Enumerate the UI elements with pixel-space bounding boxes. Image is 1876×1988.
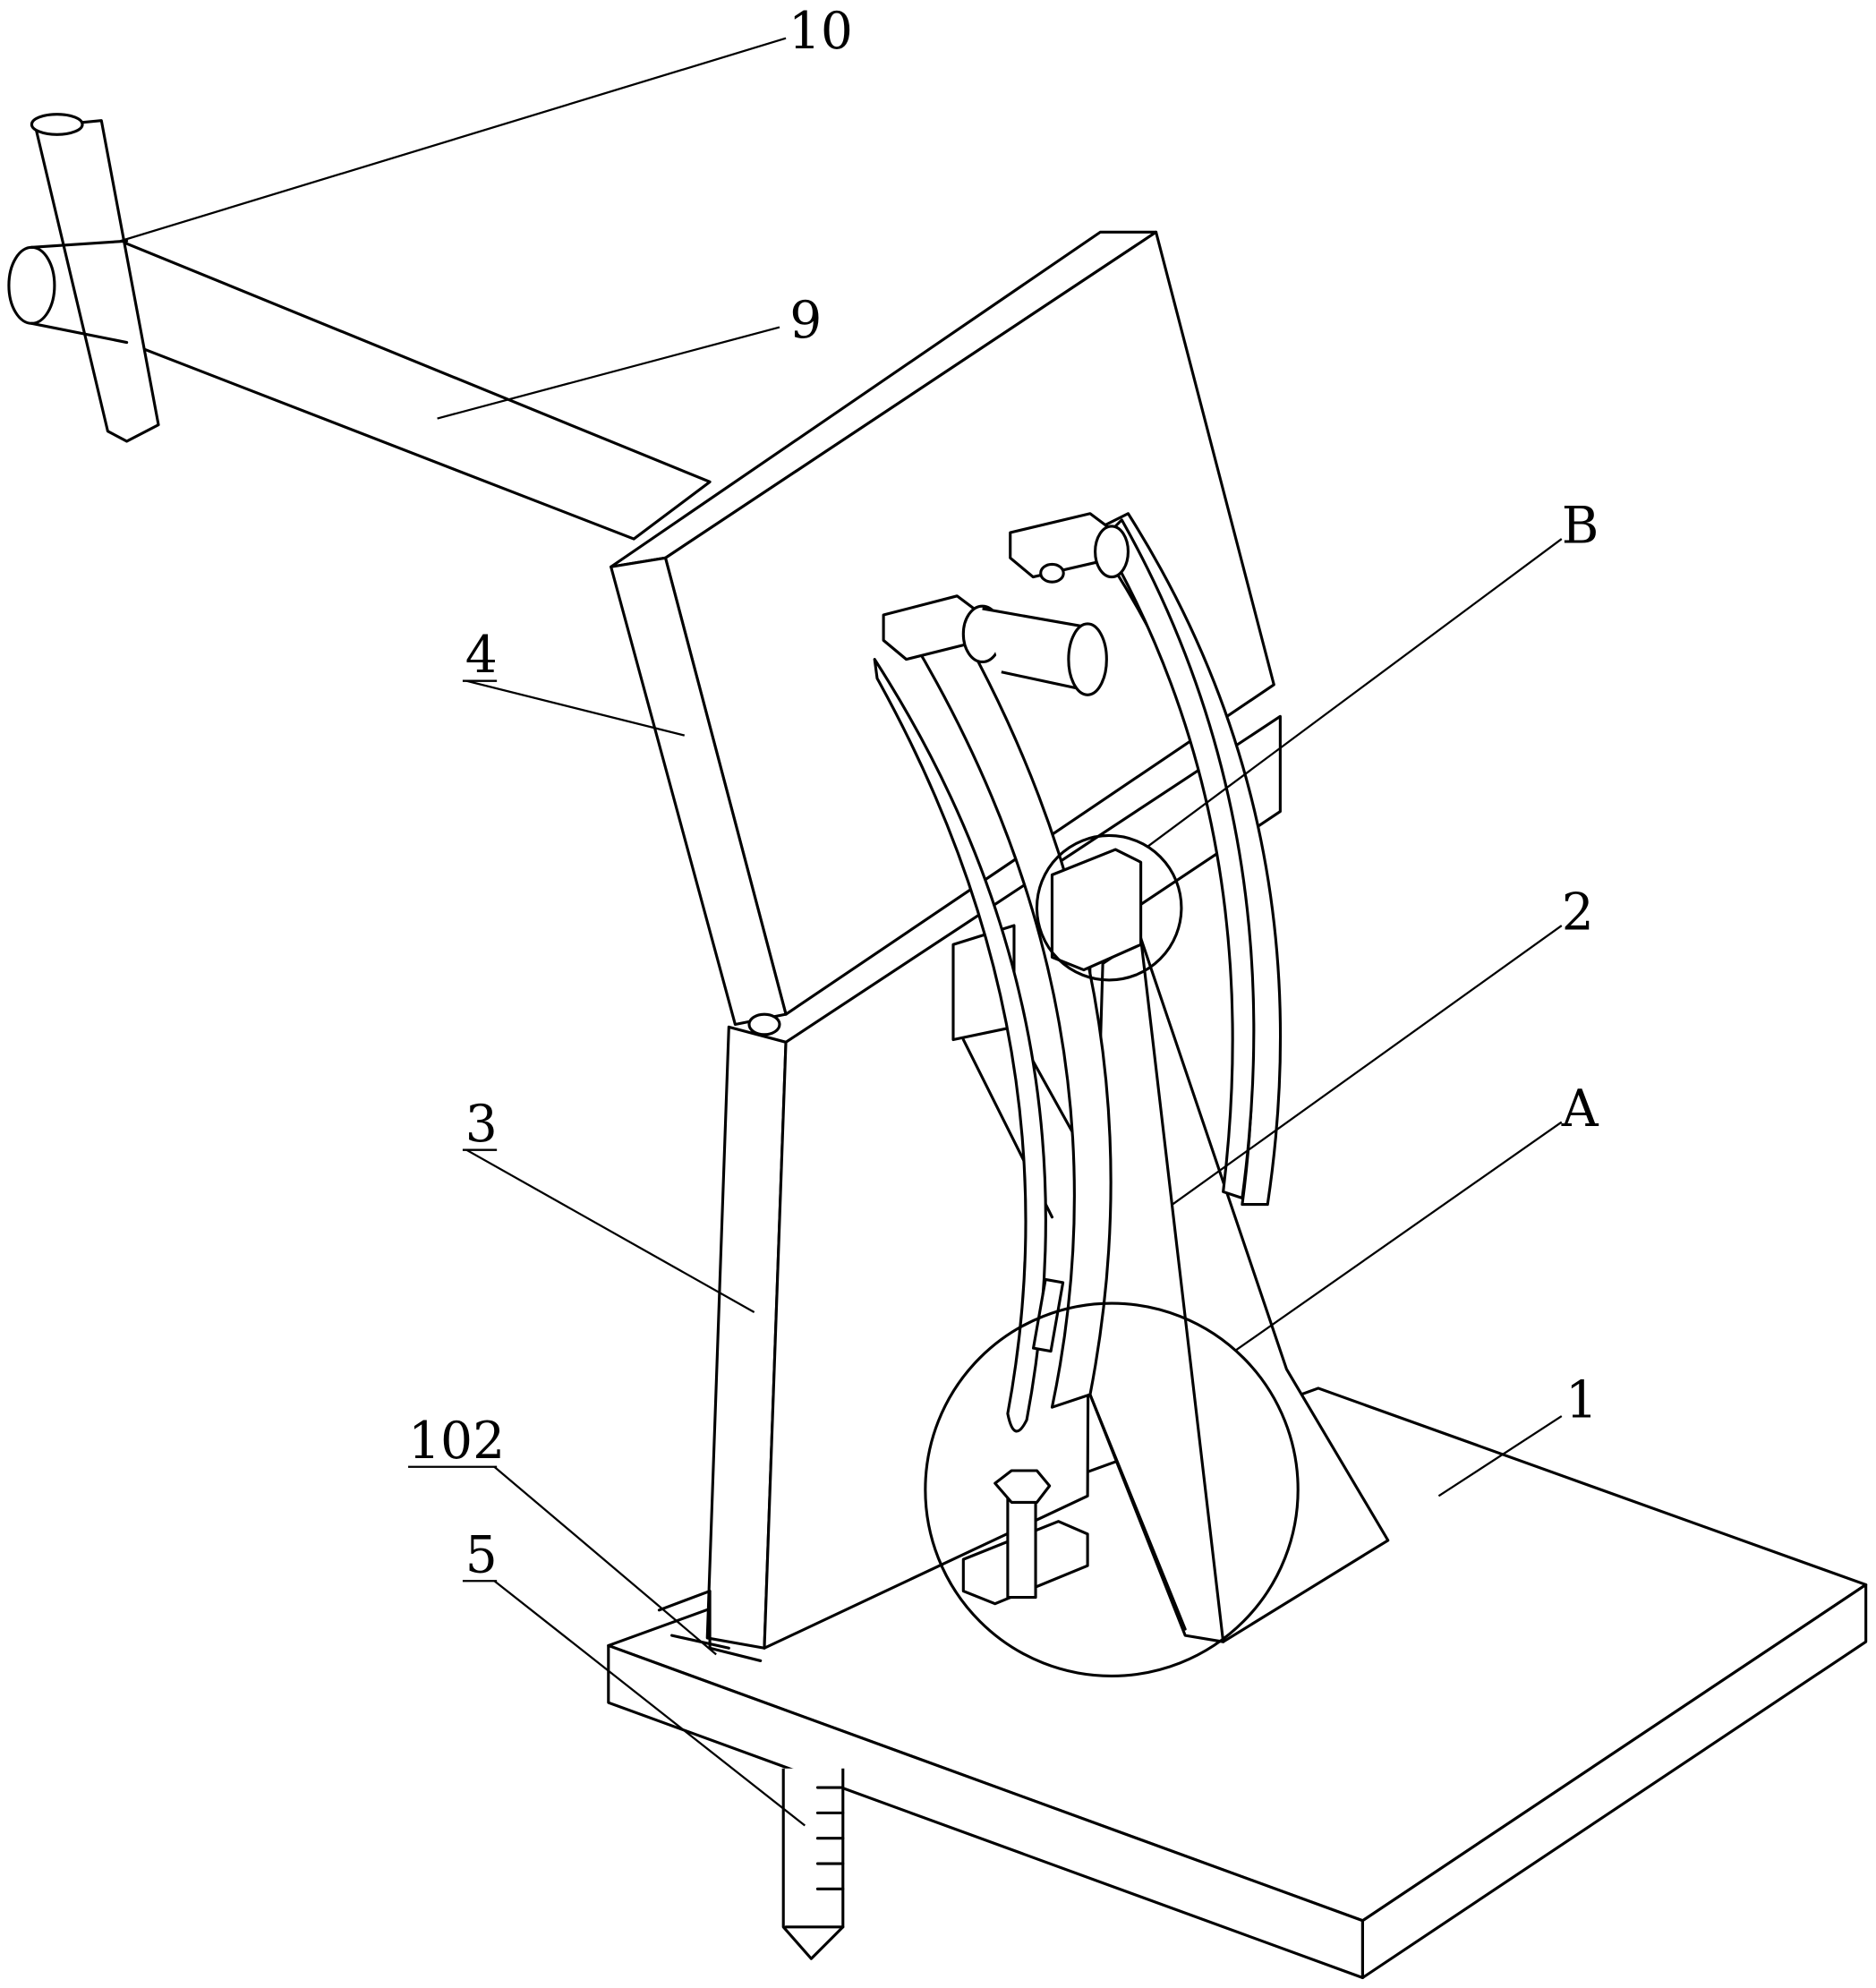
label-support: 2 (1562, 883, 1594, 942)
label-anchor-screw: 5 (465, 1525, 498, 1584)
label-upper-panel: 4 (465, 626, 498, 685)
anchor-screw (783, 1769, 843, 1958)
label-detail-a: A (1561, 1079, 1599, 1139)
arm (121, 241, 711, 539)
label-column: 3 (465, 1095, 498, 1154)
label-arm: 9 (789, 291, 822, 350)
label-handle: 10 (789, 2, 853, 61)
label-base-plate: 1 (1565, 1371, 1598, 1430)
label-detail-b: B (1562, 496, 1599, 555)
label-slot: 102 (408, 1412, 505, 1471)
